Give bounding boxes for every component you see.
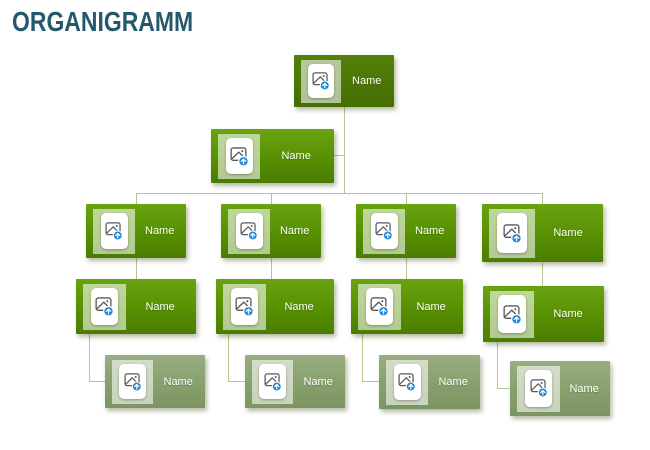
connector-mid1-sub1-v <box>89 334 90 381</box>
photo-placeholder[interactable] <box>301 59 342 103</box>
photo-placeholder[interactable] <box>363 208 406 254</box>
org-node-branch1[interactable]: Name <box>86 204 186 258</box>
connector-mid2-sub2-h <box>228 381 245 382</box>
connector-mid2-sub2-v <box>228 334 229 381</box>
connector-branch4-mid4 <box>542 262 543 286</box>
org-node-root[interactable]: Name <box>294 55 394 107</box>
photo-placeholder[interactable] <box>228 208 271 254</box>
photo-placeholder[interactable] <box>112 359 154 404</box>
org-node-sub4[interactable]: Name <box>510 361 610 416</box>
insert-picture-upload-icon <box>308 63 335 99</box>
connector-deputy-stub <box>334 155 344 156</box>
insert-picture-upload-icon <box>235 213 263 249</box>
photo-placeholder[interactable] <box>358 283 402 330</box>
org-node-mid1[interactable]: Name <box>76 279 196 334</box>
insert-picture-upload-icon <box>225 138 253 174</box>
insert-picture-upload-icon <box>365 288 394 325</box>
connector-main-horizontal <box>136 193 542 194</box>
photo-placeholder[interactable] <box>93 208 136 254</box>
connector-mid3-sub3-h <box>362 381 379 382</box>
photo-placeholder[interactable] <box>386 359 429 405</box>
photo-placeholder[interactable] <box>490 290 535 338</box>
connector-branch1-mid1 <box>136 258 137 279</box>
insert-picture-upload-icon <box>497 295 527 333</box>
insert-picture-upload-icon <box>393 364 421 400</box>
connector-branch3-mid3 <box>406 258 407 279</box>
node-name-label: Name <box>414 225 445 237</box>
connector-mid4-sub4-h <box>497 388 510 389</box>
insert-picture-upload-icon <box>524 370 553 407</box>
node-name-label: Name <box>352 75 382 87</box>
org-node-branch3[interactable]: Name <box>356 204 456 258</box>
insert-picture-upload-icon <box>119 363 146 400</box>
node-name-label: Name <box>416 300 446 313</box>
connector-mid3-sub3-v <box>362 334 363 381</box>
node-name-label: Name <box>438 376 468 388</box>
connector-drop-branch2 <box>271 193 272 204</box>
photo-placeholder[interactable] <box>218 133 261 179</box>
insert-picture-upload-icon <box>497 213 527 253</box>
photo-placeholder[interactable] <box>517 365 561 412</box>
node-name-label: Name <box>303 375 333 388</box>
node-name-label: Name <box>284 300 314 313</box>
photo-placeholder[interactable] <box>252 359 294 404</box>
org-node-mid4[interactable]: Name <box>483 286 604 342</box>
insert-picture-upload-icon <box>230 288 259 325</box>
org-node-sub2[interactable]: Name <box>245 355 345 408</box>
node-name-label: Name <box>553 227 583 239</box>
org-node-mid3[interactable]: Name <box>351 279 463 334</box>
photo-placeholder[interactable] <box>223 283 267 330</box>
connector-drop-branch3 <box>406 193 407 204</box>
org-node-mid2[interactable]: Name <box>216 279 334 334</box>
node-name-label: Name <box>281 150 311 162</box>
insert-picture-upload-icon <box>370 213 398 249</box>
photo-placeholder[interactable] <box>489 208 536 258</box>
node-name-label: Name <box>163 375 193 388</box>
connector-mid1-sub1-h <box>89 381 105 382</box>
org-node-sub3[interactable]: Name <box>379 355 480 409</box>
connector-root-down <box>344 107 345 193</box>
insert-picture-upload-icon <box>100 213 128 249</box>
page-title: ORGANIGRAMM <box>12 6 194 37</box>
photo-placeholder[interactable] <box>83 283 127 330</box>
org-node-deputy[interactable]: Name <box>211 129 334 183</box>
org-node-branch4[interactable]: Name <box>482 204 603 262</box>
connector-drop-branch1 <box>136 193 137 204</box>
node-name-label: Name <box>145 300 175 313</box>
org-node-branch2[interactable]: Name <box>221 204 321 258</box>
node-name-label: Name <box>144 225 175 237</box>
connector-branch2-mid2 <box>271 258 272 279</box>
insert-picture-upload-icon <box>90 288 119 325</box>
node-name-label: Name <box>569 382 599 395</box>
org-node-sub1[interactable]: Name <box>105 355 205 408</box>
node-name-label: Name <box>553 308 583 320</box>
connector-mid4-sub4-v <box>497 342 498 388</box>
insert-picture-upload-icon <box>259 363 286 400</box>
connector-drop-branch4 <box>542 193 543 204</box>
node-name-label: Name <box>279 225 310 237</box>
